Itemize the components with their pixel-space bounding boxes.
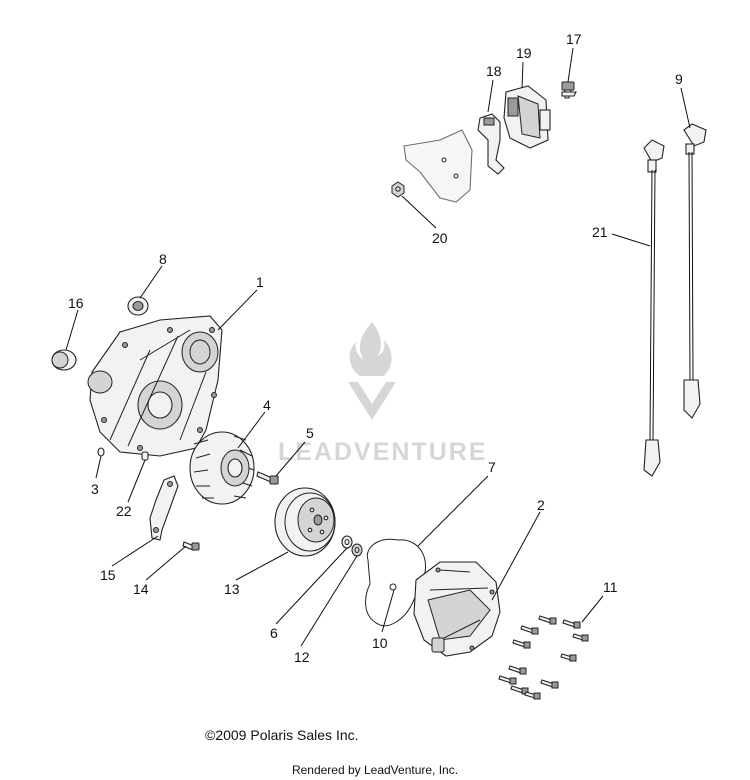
callout-7[interactable]: 7 (488, 459, 496, 475)
part-8-bearing[interactable] (127, 296, 149, 316)
part-16-seal-ring[interactable] (51, 349, 77, 371)
leader-lines (65, 47, 691, 647)
part-3-dowel-pin[interactable] (97, 447, 105, 457)
bolt (572, 633, 589, 642)
part-18-bracket[interactable] (477, 113, 505, 175)
bolt (520, 625, 539, 635)
bolt (508, 665, 527, 675)
callout-9[interactable]: 9 (675, 71, 683, 87)
callout-4[interactable]: 4 (263, 397, 271, 413)
callout-18[interactable]: 18 (486, 63, 502, 79)
callout-21[interactable]: 21 (592, 224, 608, 240)
callout-16[interactable]: 16 (68, 295, 84, 311)
leadventure-watermark: LEADVENTURE (278, 322, 488, 466)
part-10-o-ring[interactable] (389, 583, 397, 591)
bolt (562, 619, 581, 629)
callout-6[interactable]: 6 (270, 625, 278, 641)
part-1-crankcase-cover[interactable] (87, 315, 223, 457)
bolt (524, 691, 541, 700)
bolt (540, 679, 559, 689)
callout-2[interactable]: 2 (537, 497, 545, 513)
part-9-spark-plug-wire[interactable] (683, 123, 707, 419)
part-4-stator[interactable] (189, 431, 255, 505)
part-6-washer[interactable] (341, 535, 353, 549)
callout-5[interactable]: 5 (306, 425, 314, 441)
part-17-bolt[interactable] (561, 81, 577, 99)
callout-15[interactable]: 15 (100, 567, 116, 583)
bolt (512, 639, 531, 649)
callout-3[interactable]: 3 (91, 481, 99, 497)
bolt (498, 675, 517, 685)
bolt (560, 653, 577, 662)
watermark-brand-text: LEADVENTURE (278, 438, 488, 466)
callout-20[interactable]: 20 (432, 230, 448, 246)
part-20-mounting-plate-nut[interactable] (391, 129, 473, 203)
callout-labels: 1 2 3 4 5 6 7 8 9 10 11 12 13 14 15 16 1… (68, 31, 683, 665)
bolt (538, 615, 557, 625)
callout-17[interactable]: 17 (566, 31, 582, 47)
callout-22[interactable]: 22 (116, 503, 132, 519)
part-14-bolt[interactable] (182, 541, 200, 551)
callout-12[interactable]: 12 (294, 649, 310, 665)
part-2-stator-cover[interactable] (413, 561, 501, 657)
callout-19[interactable]: 19 (516, 45, 532, 61)
leadventure-chevron-mark (348, 382, 396, 420)
part-15-bracket[interactable] (149, 475, 179, 541)
callout-11[interactable]: 11 (603, 579, 618, 595)
callout-10[interactable]: 10 (372, 635, 388, 651)
callout-13[interactable]: 13 (224, 581, 240, 597)
part-11-bolt-set[interactable] (498, 615, 589, 700)
part-12-nut[interactable] (351, 543, 363, 557)
rendered-by-notice: Rendered by LeadVenture, Inc. (291, 763, 459, 777)
copyright-notice: ©2009 Polaris Sales Inc. (205, 727, 359, 743)
part-19-ignition-coil[interactable] (503, 85, 551, 149)
part-13-flywheel[interactable] (274, 487, 336, 557)
part-21-spark-plug-wire[interactable] (643, 139, 665, 477)
leadventure-flame-logo-icon (349, 322, 392, 376)
callout-14[interactable]: 14 (133, 581, 149, 597)
callout-8[interactable]: 8 (159, 251, 167, 267)
part-22-dowel-pin[interactable] (141, 451, 149, 461)
part-5-bolt[interactable] (256, 471, 279, 485)
callout-1[interactable]: 1 (256, 274, 264, 290)
